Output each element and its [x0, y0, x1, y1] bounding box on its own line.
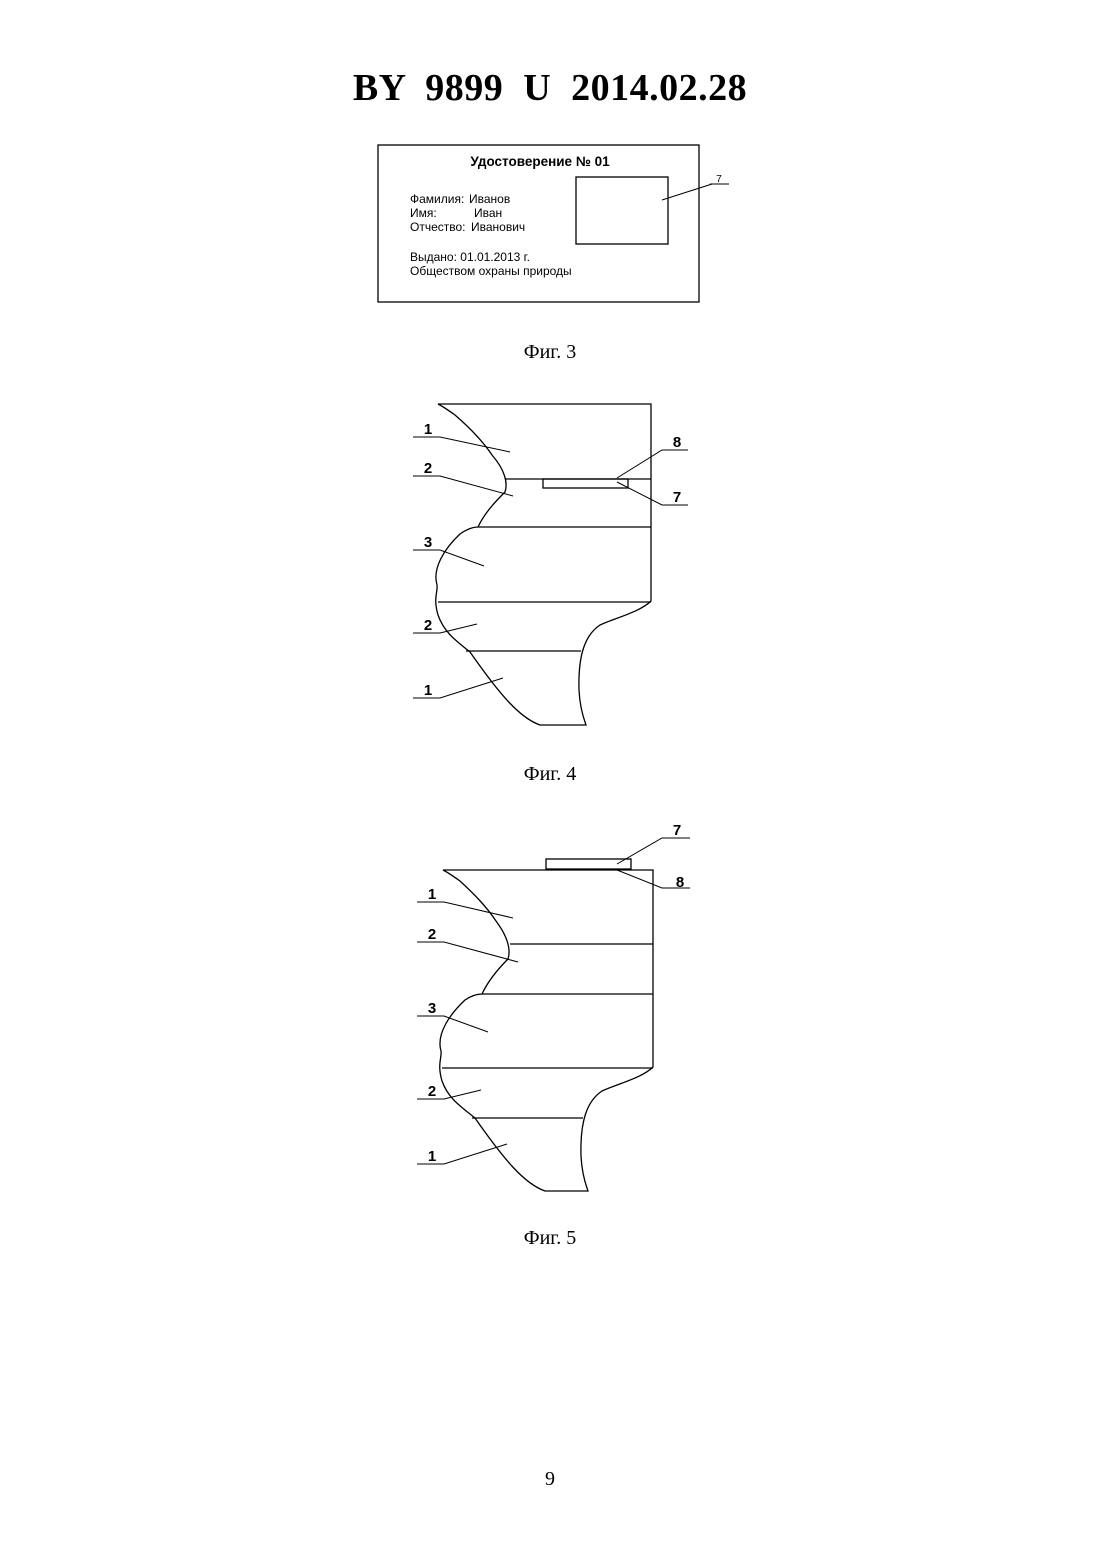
ref-label: 7 — [673, 822, 681, 839]
card-title: Удостоверение № 01 — [470, 154, 610, 169]
leader-line — [417, 942, 518, 962]
ref-label: 1 — [424, 421, 432, 438]
card-patronymic-value: Иванович — [471, 220, 525, 234]
ref-label: 8 — [673, 434, 681, 451]
ref-label: 1 — [428, 886, 436, 903]
page-number: 9 — [0, 1468, 1100, 1491]
card-patronymic-label: Отчество: — [410, 220, 466, 234]
ref-label: 7 — [673, 489, 681, 506]
figure-4: 1 2 3 2 1 8 7 — [0, 395, 1100, 725]
ref-label: 2 — [428, 1083, 436, 1100]
figure-3: Удостоверение № 01 Фамилия: Иванов Имя: … — [0, 0, 1100, 320]
leader-line — [617, 450, 688, 478]
leader-line — [417, 902, 513, 918]
figure-3-caption: Фиг. 3 — [0, 341, 1100, 364]
ref-label: 3 — [428, 1000, 436, 1017]
card-issued-line: Выдано: 01.01.2013 г. — [410, 250, 530, 264]
leader-line — [617, 838, 690, 864]
surface-tag — [546, 859, 631, 869]
ref-label: 1 — [428, 1148, 436, 1165]
card-surname-label: Фамилия: — [410, 192, 464, 206]
card-name-label: Имя: — [410, 206, 437, 220]
trunk-outline — [436, 404, 651, 725]
card-surname-value: Иванов — [469, 192, 510, 206]
figure-4-caption: Фиг. 4 — [0, 763, 1100, 786]
leader-line — [413, 476, 513, 496]
leader-line — [413, 550, 484, 566]
photo-frame — [576, 177, 668, 244]
ref-label-7: 7 — [716, 174, 722, 185]
leader-line — [413, 437, 510, 452]
figure-5: 7 8 1 2 3 2 1 — [0, 825, 1100, 1195]
ref-label: 2 — [424, 617, 432, 634]
figure-5-caption: Фиг. 5 — [0, 1227, 1100, 1250]
card-name-value: Иван — [474, 206, 502, 220]
ref-label: 1 — [424, 682, 432, 699]
ref-label: 3 — [424, 534, 432, 551]
ref-label: 2 — [428, 926, 436, 943]
ref-label: 8 — [676, 874, 684, 891]
leader-line-7 — [662, 184, 712, 200]
card-issuer-line: Обществом охраны природы — [410, 264, 572, 278]
ref-label: 2 — [424, 460, 432, 477]
embedded-tag — [543, 479, 628, 488]
trunk-outline — [440, 870, 653, 1191]
leader-line — [417, 1016, 488, 1032]
